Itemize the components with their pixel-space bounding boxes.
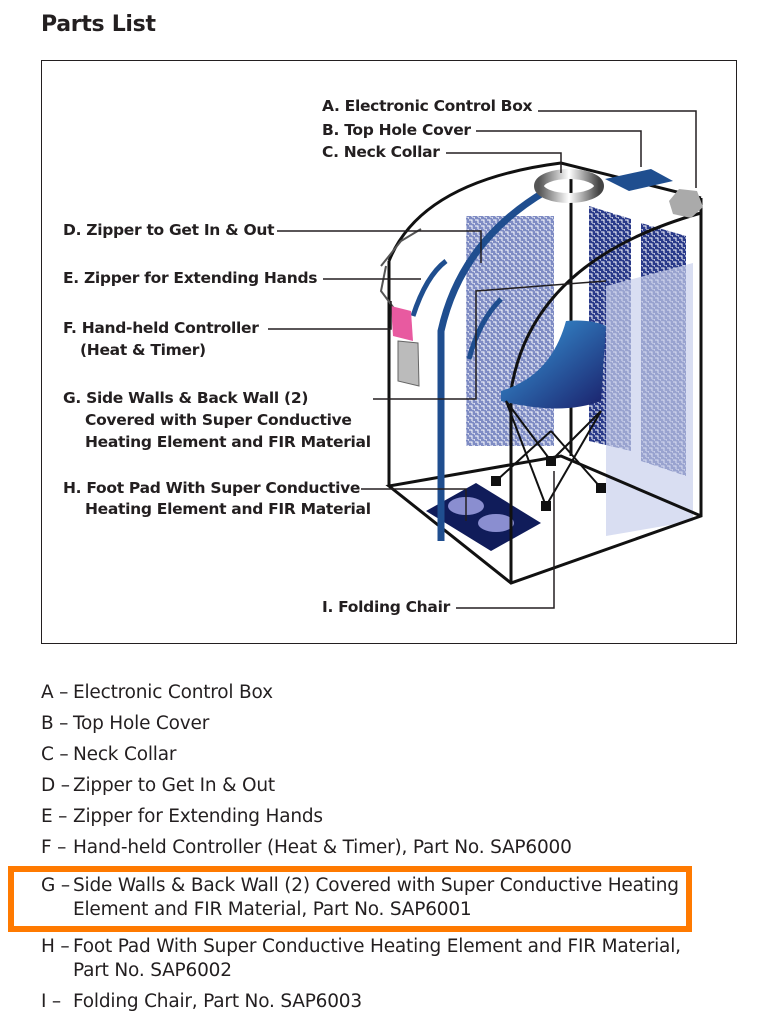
part-item-c: C –Neck Collar — [41, 744, 177, 765]
neck-collar — [534, 169, 604, 203]
front-wall-panel — [606, 263, 693, 536]
label-h: H. Foot Pad With Super Conductive — [63, 479, 361, 497]
entry-zipper — [437, 187, 548, 541]
label-g: G. Side Walls & Back Wall (2) — [63, 389, 309, 407]
part-item-d: D –Zipper to Get In & Out — [41, 775, 275, 796]
label-a: A. Electronic Control Box — [322, 97, 533, 115]
part-item-i: I –Folding Chair, Part No. SAP6003 — [41, 991, 362, 1012]
part-item-g: G –Side Walls & Back Wall (2) Covered wi… — [41, 875, 679, 896]
label-i: I. Folding Chair — [322, 598, 450, 616]
control-box — [669, 189, 703, 218]
label-e: E. Zipper for Extending Hands — [63, 269, 318, 287]
sauna-diagram: A. Electronic Control Box B. Top Hole Co… — [41, 60, 737, 644]
highlight-box: G –Side Walls & Back Wall (2) Covered wi… — [8, 866, 692, 932]
label-d: D. Zipper to Get In & Out — [63, 221, 275, 239]
part-item-e: E –Zipper for Extending Hands — [41, 806, 323, 827]
top-hole-cover — [605, 169, 673, 191]
booth-frame — [385, 161, 703, 585]
label-f-sub: (Heat & Timer) — [80, 341, 206, 359]
part-item-h: H –Foot Pad With Super Conductive Heatin… — [41, 936, 681, 957]
label-h-sub: Heating Element and FIR Material — [85, 500, 371, 518]
part-item-h-cont: Part No. SAP6002 — [73, 960, 232, 981]
part-item-f: F –Hand-held Controller (Heat & Timer), … — [41, 837, 572, 858]
page-title: Parts List — [41, 12, 156, 37]
hand-held-controller — [391, 306, 413, 341]
folding-chair — [501, 320, 606, 409]
hand-zipper — [410, 259, 448, 317]
label-f: F. Hand-held Controller — [63, 319, 259, 337]
label-g-sub1: Covered with Super Conductive — [85, 411, 352, 429]
leader-lines — [268, 110, 697, 609]
label-b: B. Top Hole Cover — [322, 121, 471, 139]
hand-zipper — [466, 297, 503, 360]
part-item-a: A –Electronic Control Box — [41, 682, 273, 703]
part-item-b: B –Top Hole Cover — [41, 713, 210, 734]
part-item-g-cont: Element and FIR Material, Part No. SAP60… — [73, 899, 472, 920]
label-g-sub2: Heating Element and FIR Material — [85, 433, 371, 451]
label-c: C. Neck Collar — [322, 143, 440, 161]
chair-legs — [491, 400, 606, 511]
sauna-illustration — [268, 110, 703, 609]
